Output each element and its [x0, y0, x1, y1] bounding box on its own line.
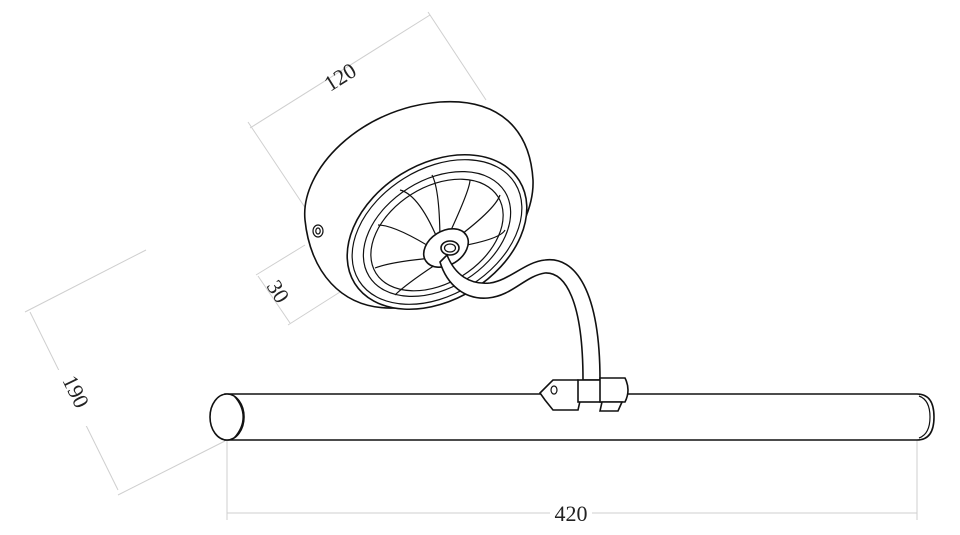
dimension-projection: 190	[24, 249, 226, 496]
dimension-length: 420	[226, 440, 918, 526]
dim-label-420: 420	[555, 501, 588, 526]
lamp-tube	[209, 393, 935, 441]
arm-hinge	[538, 377, 629, 412]
dim-label-120: 120	[319, 58, 360, 97]
dim-label-30: 30	[262, 275, 295, 307]
wall-mount	[304, 100, 534, 311]
screw-hole	[312, 224, 324, 238]
